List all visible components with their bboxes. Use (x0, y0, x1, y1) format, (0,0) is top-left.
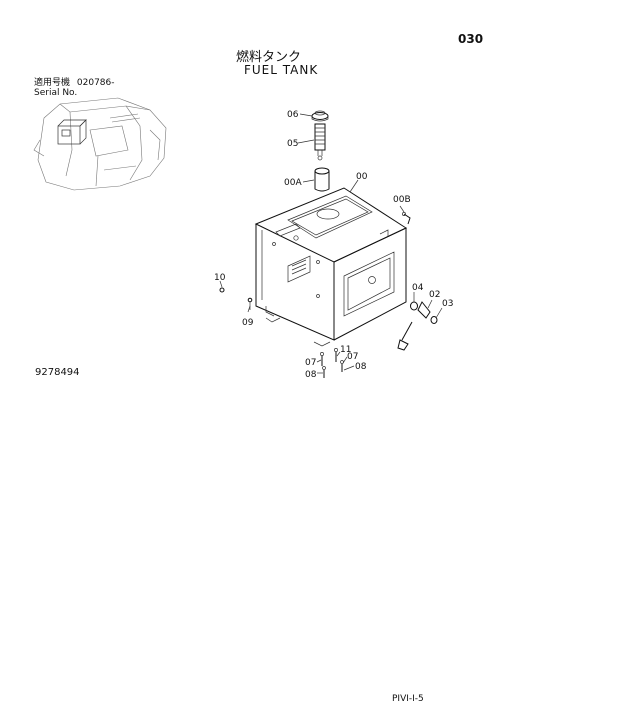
filler-cap-06 (311, 110, 329, 122)
serial-from: 020786- (76, 78, 115, 88)
callout-07-right: 07 (347, 352, 358, 362)
footer-code: PIVI-I-5 (392, 694, 424, 704)
callout-06: 06 (287, 110, 299, 120)
drawing-number: 9278494 (35, 367, 80, 378)
title-english: FUEL TANK (244, 63, 319, 77)
bolt-00B (402, 212, 411, 225)
fasteners-07-08-11 (320, 348, 344, 378)
callout-02: 02 (429, 290, 440, 300)
machine-overview-sketch (33, 97, 167, 191)
serial-line-ja: 適用号機 020786- (34, 78, 115, 88)
page-number: 030 (458, 32, 484, 46)
callout-08-left: 08 (305, 370, 317, 380)
callout-00B: 00B (393, 195, 411, 205)
callout-07-left: 07 (305, 358, 316, 368)
bolt-10 (219, 287, 225, 293)
drain-parts (397, 301, 438, 351)
title-japanese: 燃料タンク (236, 50, 302, 65)
callout-08-right: 08 (355, 362, 367, 372)
serial-block: 適用号機 020786- Serial No. (34, 78, 115, 98)
serial-label-en: Serial No. (34, 88, 78, 98)
callout-11: 11 (340, 345, 351, 355)
callout-04: 04 (412, 283, 424, 293)
callout-03: 03 (442, 299, 453, 309)
callout-labels: 06 05 00A 00 00B 10 09 04 02 03 07 11 07… (214, 110, 453, 380)
callout-09: 09 (242, 318, 254, 328)
bolt-09 (247, 297, 253, 310)
callout-00: 00 (356, 172, 368, 182)
callout-05: 05 (287, 139, 298, 149)
strainer-05 (314, 123, 326, 161)
callout-10: 10 (214, 273, 226, 283)
filter-00A (314, 167, 330, 192)
leader-lines (219, 113, 443, 374)
fuel-tank-00 (254, 187, 408, 347)
callout-00A: 00A (284, 178, 302, 188)
serial-label-ja: 適用号機 (34, 78, 71, 88)
